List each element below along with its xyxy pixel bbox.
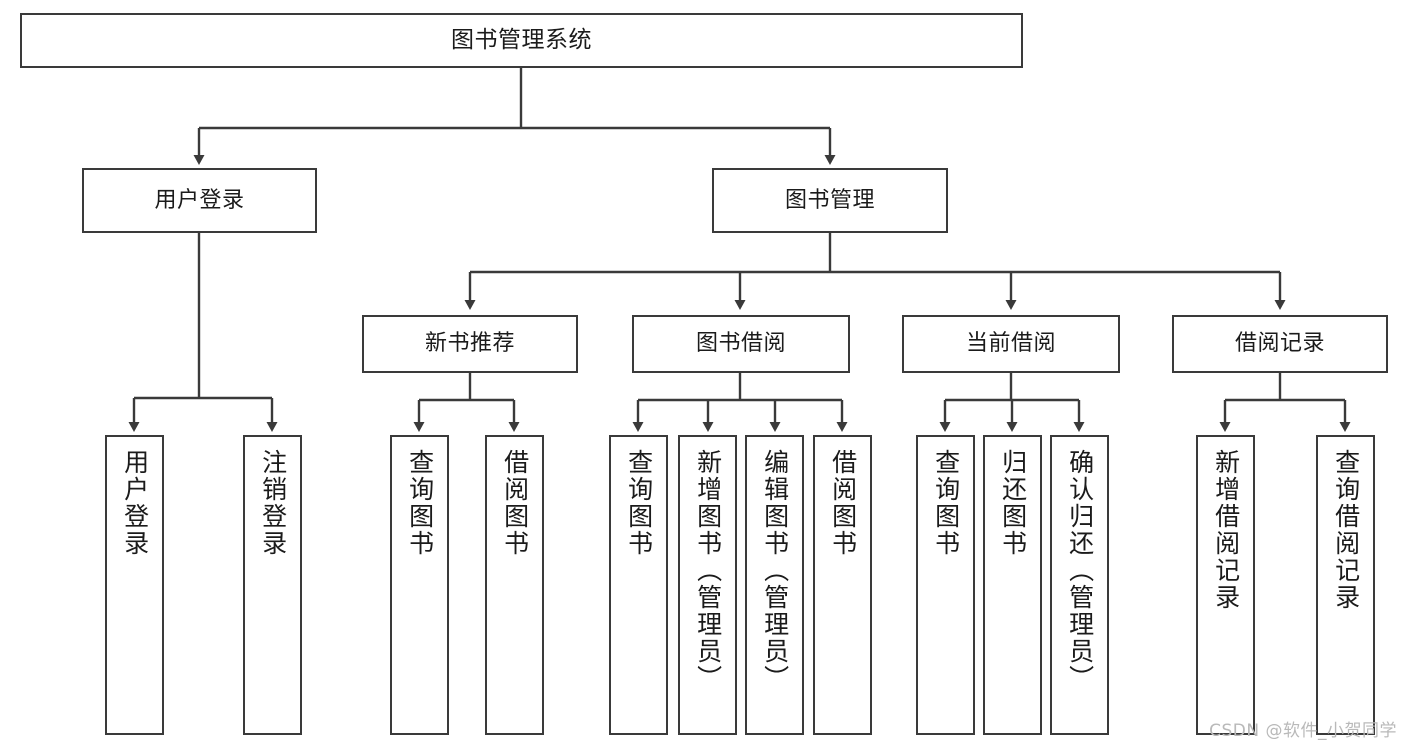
- node-label: 查询图书: [624, 449, 654, 557]
- node-book-manage[interactable]: 图书管理: [712, 168, 948, 233]
- leaf-borrow-book-1[interactable]: 借阅图书: [485, 435, 544, 735]
- node-label: 新增借阅记录: [1211, 449, 1241, 611]
- node-label: 用户登录: [154, 187, 245, 213]
- leaf-query-book-3[interactable]: 查询图书: [916, 435, 975, 735]
- node-label: 新增图书（管理员）: [693, 449, 723, 692]
- leaf-query-record[interactable]: 查询借阅记录: [1316, 435, 1375, 735]
- node-new-book-rec[interactable]: 新书推荐: [362, 315, 578, 373]
- node-label: 图书管理系统: [451, 26, 592, 53]
- node-label: 查询图书: [405, 449, 435, 557]
- node-current-borrow[interactable]: 当前借阅: [902, 315, 1120, 373]
- leaf-user-login[interactable]: 用户登录: [105, 435, 164, 735]
- node-root-system[interactable]: 图书管理系统: [20, 13, 1023, 68]
- node-label: 编辑图书（管理员）: [760, 449, 790, 692]
- leaf-return-book[interactable]: 归还图书: [983, 435, 1042, 735]
- node-borrow-record[interactable]: 借阅记录: [1172, 315, 1388, 373]
- leaf-borrow-book-2[interactable]: 借阅图书: [813, 435, 872, 735]
- leaf-confirm-return[interactable]: 确认归还（管理员）: [1050, 435, 1109, 735]
- node-user-login[interactable]: 用户登录: [82, 168, 317, 233]
- node-label: 注销登录: [258, 449, 288, 557]
- csdn-watermark: CSDN @软件_小贺同学: [1209, 721, 1397, 741]
- node-label: 当前借阅: [965, 331, 1056, 357]
- leaf-query-book-2[interactable]: 查询图书: [609, 435, 668, 735]
- leaf-add-record[interactable]: 新增借阅记录: [1196, 435, 1255, 735]
- node-label: 用户登录: [120, 449, 150, 557]
- node-label: 借阅图书: [828, 449, 858, 557]
- node-label: 图书借阅: [695, 331, 786, 357]
- node-label: 借阅图书: [500, 449, 530, 557]
- node-book-borrow[interactable]: 图书借阅: [632, 315, 850, 373]
- leaf-edit-book[interactable]: 编辑图书（管理员）: [745, 435, 804, 735]
- node-label: 归还图书: [998, 449, 1028, 557]
- node-label: 新书推荐: [424, 331, 515, 357]
- node-label: 图书管理: [784, 187, 875, 213]
- node-label: 查询图书: [931, 449, 961, 557]
- node-label: 查询借阅记录: [1331, 449, 1361, 611]
- node-label: 确认归还（管理员）: [1065, 449, 1095, 692]
- leaf-user-logout[interactable]: 注销登录: [243, 435, 302, 735]
- node-label: 借阅记录: [1234, 331, 1325, 357]
- leaf-add-book[interactable]: 新增图书（管理员）: [678, 435, 737, 735]
- leaf-query-book-1[interactable]: 查询图书: [390, 435, 449, 735]
